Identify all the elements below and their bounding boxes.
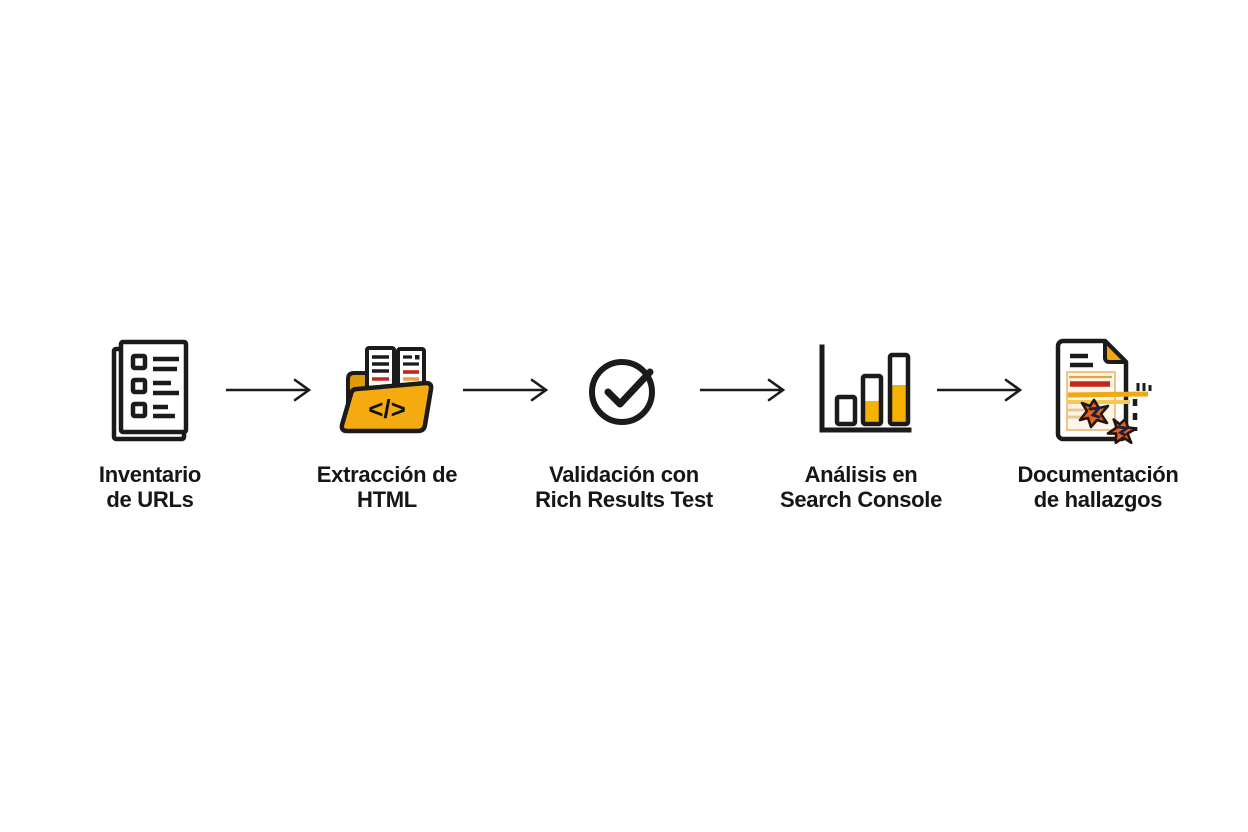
right-arrow-icon (225, 378, 311, 402)
step-label-line1: Extracción de (316, 462, 458, 487)
flow-arrow (936, 338, 1022, 442)
check-circle-icon (539, 338, 709, 442)
step-label-line2: de URLs (106, 487, 194, 512)
right-arrow-icon (936, 378, 1022, 402)
flow-arrow (462, 338, 548, 442)
step-extraccion-html: </> Extracción de HTML (302, 338, 472, 512)
right-arrow-icon (462, 378, 548, 402)
code-folder-icon: </> (302, 338, 472, 442)
step-label-line1: Validación con (549, 462, 699, 487)
step-label: Validación con Rich Results Test (535, 462, 713, 512)
step-label: Documentación de hallazgos (1017, 462, 1178, 512)
checklist-document-icon (65, 338, 235, 442)
flow-arrow (225, 338, 311, 442)
step-label: Inventario de URLs (99, 462, 201, 512)
bar-chart-icon (776, 338, 946, 442)
step-label-line1: Documentación (1017, 462, 1179, 487)
step-analisis-search-console: Análisis en Search Console (776, 338, 946, 512)
step-label-line1: Inventario (98, 462, 202, 487)
annotated-document-icon (1013, 338, 1183, 445)
step-label-line2: Rich Results Test (535, 487, 713, 512)
step-label-line2: Search Console (779, 487, 943, 512)
step-validacion-rich-results: Validación con Rich Results Test (535, 338, 713, 512)
step-label-line1: Análisis en (804, 462, 918, 487)
step-label: Análisis en Search Console (780, 462, 942, 512)
step-label-line2: HTML (357, 487, 417, 512)
process-flow-row: Inventario de URLs (0, 338, 1248, 512)
step-label: Extracción de HTML (316, 462, 458, 512)
right-arrow-icon (699, 378, 785, 402)
step-label-line2: de hallazgos (1033, 487, 1163, 512)
code-glyph: </> (368, 394, 406, 424)
step-documentacion-hallazgos: Documentación de hallazgos (1013, 338, 1183, 512)
step-inventario-urls: Inventario de URLs (65, 338, 235, 512)
flow-arrow (699, 338, 785, 442)
